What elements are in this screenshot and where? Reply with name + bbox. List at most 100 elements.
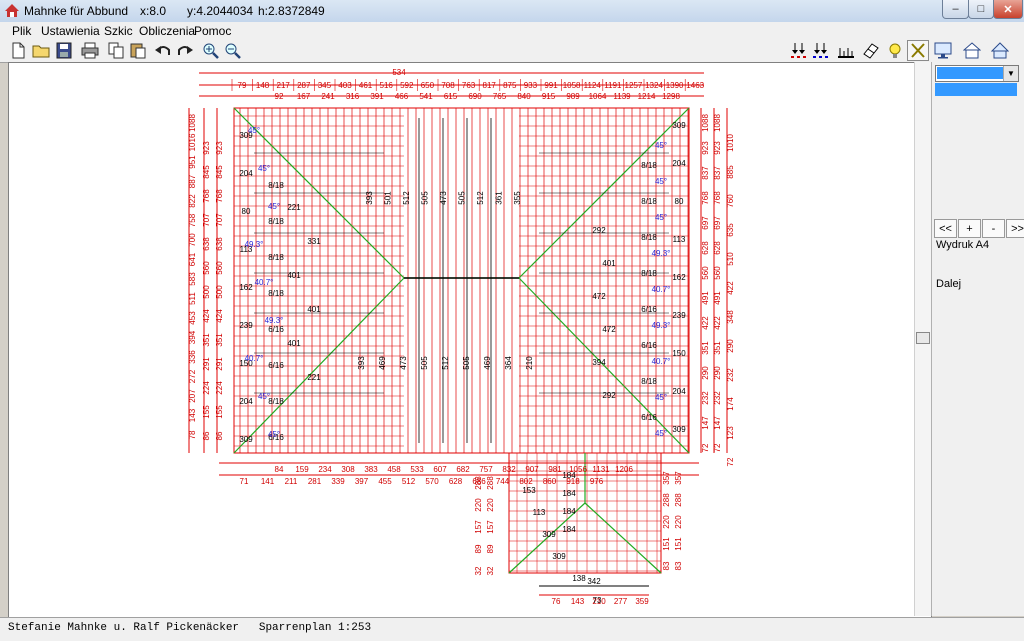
rafter-length-label: 473 [399,356,408,370]
dimension-label: 224 [215,381,224,395]
dimension-label: 991 [544,81,558,90]
open-folder-icon[interactable] [31,41,51,60]
dimension-label: 351 [713,341,722,355]
rafter-length-label: 393 [365,191,374,205]
dimension-label: 491 [701,291,710,305]
vertical-scrollbar[interactable] [914,62,931,616]
minimize-button[interactable]: – [942,0,969,19]
dimension-label: 141 [261,477,275,486]
angle-label: 49.3° [652,321,671,330]
dimension-label: 342 [587,577,601,586]
jack-rafter-label: 150 [239,359,253,368]
dimension-label: 1088 [701,114,710,132]
dimension-label: 458 [387,465,401,474]
dimension-label: 308 [341,465,355,474]
dimension-label: 159 [295,465,309,474]
dimension-label: 650 [421,81,435,90]
hip-line [508,502,586,574]
zoom-in-icon[interactable] [201,41,221,60]
jack-rafter-label: 239 [672,311,686,320]
monitor-icon[interactable] [933,41,953,60]
minus-button[interactable]: - [982,219,1005,238]
dimension-label: 700 [188,233,197,247]
list-selected-item[interactable] [935,83,1017,96]
zoom-out-icon[interactable] [223,41,243,60]
chevron-down-icon[interactable]: ▼ [1003,66,1018,81]
plus-button[interactable]: + [958,219,981,238]
menu-ustawienia[interactable]: Ustawienia [41,24,100,38]
jack-rafter-label: 162 [239,283,253,292]
section-label: 8/18 [268,253,284,262]
dimension-label: 32 [486,566,495,575]
rafter-length-label: 469 [378,356,387,370]
dimension-label: 232 [713,391,722,405]
arrows-down-a-icon[interactable] [789,41,809,60]
dimension-label: 837 [713,166,722,180]
view-combo[interactable]: ▼ [935,65,1019,82]
copy-icon[interactable] [106,41,126,60]
dimension-label: 583 [188,272,197,286]
next-link[interactable]: Dalej [936,278,962,290]
dimension-label: 887 [188,174,197,188]
dimension-label: 802 [519,477,533,486]
dimension-label: 157 [486,520,495,534]
scrollbar-thumb[interactable] [916,332,930,344]
redo-icon[interactable] [175,41,195,60]
ruler-icon[interactable] [836,41,856,60]
dimension-label: 628 [449,477,463,486]
dimension-label: 845 [215,165,224,179]
jack-rafter-label: 150 [672,349,686,358]
dimension-label: 453 [188,311,197,325]
rafter-length-label: 361 [495,191,504,205]
dimension-label: 422 [701,316,710,330]
menu-plik[interactable]: Plik [12,24,32,38]
close-button[interactable]: ✕ [993,0,1023,19]
menu-szkic[interactable]: Szkic [104,24,133,38]
dimension-label: 860 [543,477,557,486]
rafter-length-label: 364 [504,356,513,370]
menu-obliczenia[interactable]: Obliczenia [139,24,196,38]
print-a4-link[interactable]: Wydruk A4 [936,239,990,251]
undo-icon[interactable] [153,41,173,60]
dimension-label: 708 [441,81,455,90]
dimension-label: 291 [215,357,224,371]
save-disk-icon[interactable] [54,41,74,60]
dimension-label: 155 [215,405,224,419]
first-button[interactable]: << [934,219,957,238]
section-label: 8/18 [641,377,657,386]
dimension-label: 232 [701,391,710,405]
dimension-label: 123 [726,426,735,440]
last-button[interactable]: >> [1006,219,1024,238]
rafter-length-label: 512 [441,356,450,370]
jack-rafter-label: 80 [242,207,251,216]
menu-pomoc[interactable]: Pomoc [194,24,232,38]
rafter-length-label: 73 [593,596,602,605]
eraser-icon[interactable] [861,41,881,60]
dimension-label: 1298 [662,92,680,101]
dimension-label: 424 [215,309,224,323]
new-file-icon[interactable] [8,41,28,60]
house-outline-icon[interactable] [962,41,982,60]
dimension-label: 336 [188,350,197,364]
dimension-label: 628 [713,241,722,255]
print-icon[interactable] [80,41,100,60]
angle-label: 45° [258,164,270,173]
rafter-length-label: 309 [552,552,566,561]
y-readout: y:4.2044034 [187,4,254,18]
arrows-down-b-icon[interactable] [811,41,831,60]
rafter-length-label: 394 [592,358,606,367]
maximize-button[interactable]: □ [968,0,994,19]
dimension-label: 32 [474,566,483,575]
paste-icon[interactable] [128,41,148,60]
house-icon[interactable] [990,41,1010,60]
cross-icon[interactable] [907,40,929,61]
dimension-label: 86 [202,431,211,440]
dimension-label: 1056 [569,465,587,474]
dimension-label: 918 [566,477,580,486]
dimension-label: 155 [202,405,211,419]
dimension-label: 768 [202,189,211,203]
bulb-icon[interactable] [885,41,905,60]
jack-rafter-label: 204 [239,397,253,406]
dimension-label: 76 [552,597,561,606]
